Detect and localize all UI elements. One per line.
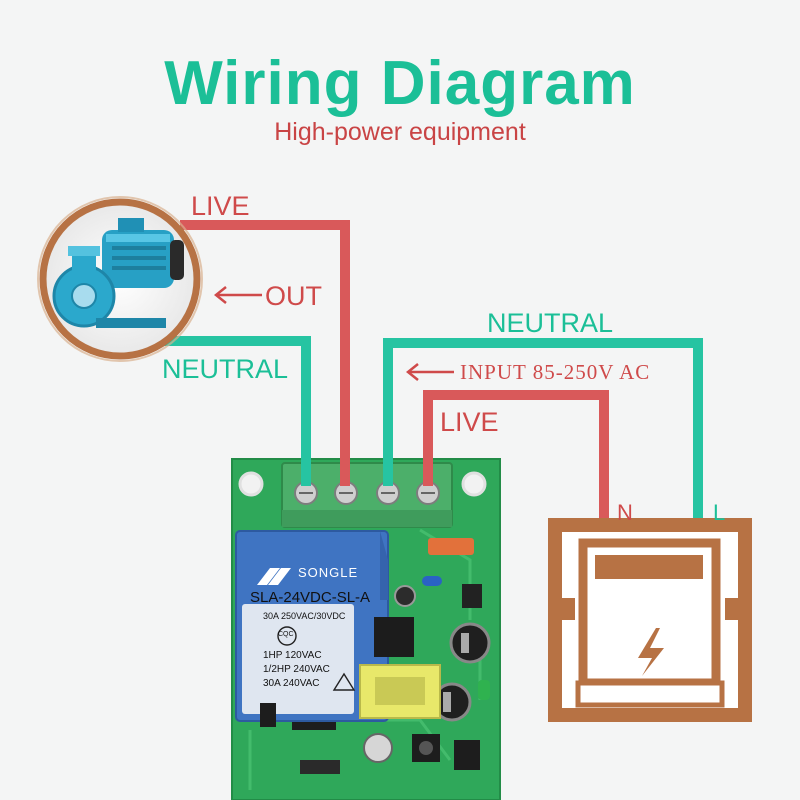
live-label-mid: LIVE bbox=[440, 407, 499, 437]
power-meter bbox=[548, 518, 752, 722]
fuse bbox=[428, 538, 474, 555]
neutral-wire-input bbox=[383, 338, 703, 525]
relay-line-1: 1HP 120VAC bbox=[263, 650, 322, 661]
live-wire-out bbox=[180, 220, 350, 486]
songle-logo-icon bbox=[257, 568, 291, 585]
relay-rating: 30A 250VAC/30VDC bbox=[263, 611, 346, 621]
live-label-top: LIVE bbox=[191, 191, 250, 221]
triangle-mark-icon bbox=[332, 672, 356, 691]
n-terminal-label: N bbox=[617, 500, 633, 525]
mount-hole-icon bbox=[461, 471, 487, 497]
pump-image bbox=[37, 196, 203, 362]
out-arrow-icon bbox=[213, 286, 262, 304]
out-label: OUT bbox=[265, 281, 322, 311]
lightning-icon bbox=[638, 628, 664, 676]
live-wire-input bbox=[423, 390, 609, 525]
relay-cqc: CQC bbox=[278, 631, 294, 638]
input-arrow-icon bbox=[405, 363, 454, 381]
relay-model: SLA-24VDC-SL-A bbox=[250, 589, 371, 606]
l-terminal-label: L bbox=[713, 500, 726, 525]
relay-brand: SONGLE bbox=[298, 565, 359, 580]
input-voltage-label: INPUT 85-250V AC bbox=[460, 360, 651, 384]
mount-hole-icon bbox=[238, 471, 264, 497]
page-title: Wiring Diagram bbox=[164, 49, 636, 118]
relay-line-3: 30A 240VAC bbox=[263, 678, 320, 689]
relay-line-2: 1/2HP 240VAC bbox=[263, 664, 330, 675]
page-subtitle: High-power equipment bbox=[274, 118, 526, 146]
neutral-label-left: NEUTRAL bbox=[162, 354, 289, 384]
neutral-wire-load bbox=[160, 336, 311, 486]
transformer bbox=[359, 664, 441, 719]
neutral-label-right: NEUTRAL bbox=[487, 308, 614, 338]
